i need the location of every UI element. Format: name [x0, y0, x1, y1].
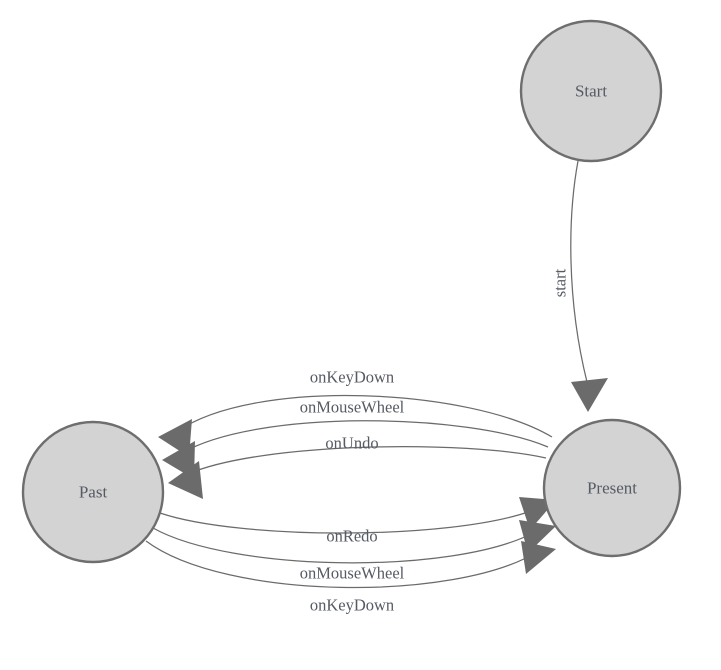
node-present[interactable]: Present: [542, 418, 682, 558]
node-present-label: Present: [587, 479, 637, 498]
node-start-label: Start: [575, 82, 607, 101]
node-start-circle: [519, 19, 663, 163]
edge-past-to-present-redo-path: [159, 510, 532, 534]
edge-label-present-past-mousewheel: onMouseWheel: [300, 398, 405, 417]
node-start[interactable]: Start: [519, 19, 663, 163]
edge-label-present-past-keydown: onKeyDown: [310, 368, 394, 387]
edge-label-past-present-mousewheel: onMouseWheel: [300, 564, 405, 583]
edge-present-to-past-keydown-arrowhead: [158, 419, 192, 457]
edge-past-to-present-keydown[interactable]: onKeyDown: [145, 540, 556, 615]
edge-present-to-past-mousewheel[interactable]: onMouseWheel: [162, 398, 549, 480]
edge-start-to-present-path: [570, 160, 589, 387]
edge-present-to-past-keydown-path: [177, 394, 553, 438]
edge-past-to-present-keydown-arrowhead: [521, 541, 556, 574]
edge-present-to-past-mousewheel-arrowhead: [162, 441, 195, 479]
edge-past-to-present-mousewheel-path: [152, 527, 534, 564]
node-present-circle: [542, 418, 682, 558]
edge-label-start: start: [551, 268, 570, 297]
edge-past-to-present-redo[interactable]: onRedo: [159, 497, 556, 546]
node-past-circle: [21, 420, 165, 564]
edge-present-to-past-undo-arrowhead: [168, 461, 203, 499]
edge-present-to-past-mousewheel-path: [181, 420, 549, 454]
edge-label-past-present-redo: onRedo: [326, 527, 377, 546]
edge-start-to-present[interactable]: start: [551, 160, 609, 412]
edge-label-present-past-undo: onUndo: [325, 434, 378, 453]
node-past[interactable]: Past: [21, 420, 165, 564]
edge-label-past-present-keydown: onKeyDown: [310, 596, 394, 615]
edge-present-to-past-undo[interactable]: onUndo: [168, 434, 547, 500]
edge-start-to-present-arrowhead: [571, 378, 608, 412]
edge-present-to-past-keydown[interactable]: onKeyDown: [158, 368, 553, 458]
edge-past-to-present-keydown-path: [145, 540, 538, 589]
node-past-label: Past: [79, 483, 108, 502]
edge-present-to-past-undo-path: [187, 446, 547, 475]
